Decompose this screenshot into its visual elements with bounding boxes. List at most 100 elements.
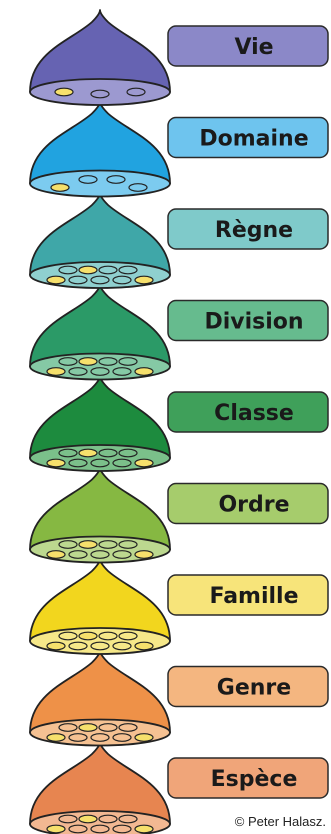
base-hole (90, 733, 110, 742)
level-label: Genre (217, 676, 291, 701)
base-hole (112, 641, 132, 651)
base-hole (134, 824, 154, 834)
level-domaine: Domaine (29, 100, 329, 198)
base-hole (68, 641, 88, 651)
bell-dome (29, 9, 171, 93)
level-label: Espèce (211, 767, 298, 792)
base-hole (46, 824, 66, 834)
base-hole (90, 458, 110, 468)
base-hole (50, 183, 70, 192)
base-hole (58, 265, 78, 275)
level-famille: Famille (29, 558, 329, 655)
level-genre: Genre (29, 649, 329, 747)
base-hole (98, 631, 118, 641)
level-tag-vie (167, 25, 329, 67)
base-hole (134, 367, 154, 376)
base-hole (58, 540, 78, 549)
base-hole (134, 641, 154, 651)
base-hole (78, 265, 98, 275)
level-label: Division (204, 310, 303, 335)
base-hole (118, 265, 138, 275)
base-hole (90, 89, 110, 99)
level-tag-classe (167, 391, 329, 433)
base-hole (128, 183, 148, 192)
base-hole (134, 550, 154, 559)
base-hole (98, 540, 118, 549)
base-hole (90, 641, 110, 651)
base-hole (68, 275, 88, 285)
base-hole (90, 824, 110, 834)
base-hole (112, 824, 132, 834)
level-division: Division (29, 283, 329, 381)
base-hole (126, 87, 146, 97)
base-hole (68, 550, 88, 559)
base-hole (90, 550, 110, 559)
level-label: Domaine (199, 127, 308, 152)
base-hole (134, 458, 154, 468)
base-hole (58, 814, 78, 824)
level-label: Ordre (218, 493, 289, 518)
base-hole (54, 87, 74, 97)
base-hole (98, 357, 118, 366)
base-hole (68, 367, 88, 376)
level-label: Famille (209, 584, 298, 609)
credit-text: © Peter Halasz. (235, 814, 326, 829)
base-hole (134, 275, 154, 285)
base-hole (118, 723, 138, 732)
base-hole (118, 540, 138, 549)
level-vie: Vie (29, 9, 329, 106)
base-hole (90, 367, 110, 376)
base-hole (78, 540, 98, 549)
base-hole (134, 733, 154, 742)
base-hole (118, 357, 138, 366)
base-hole (112, 275, 132, 285)
base-hole (58, 631, 78, 641)
base-hole (78, 631, 98, 641)
base-hole (78, 814, 98, 824)
base-hole (78, 448, 98, 458)
base-hole (118, 814, 138, 824)
base-hole (98, 448, 118, 458)
base-hole (78, 723, 98, 732)
base-hole (112, 733, 132, 742)
level-tag-famille (167, 574, 329, 616)
level-tag-genre (167, 665, 329, 708)
base-hole (112, 550, 132, 559)
base-hole (46, 550, 66, 559)
base-hole (98, 814, 118, 824)
base-hole (98, 265, 118, 275)
base-hole (68, 458, 88, 468)
level-tag-ordre (167, 482, 329, 525)
base-hole (90, 275, 110, 285)
base-hole (112, 367, 132, 376)
base-hole (46, 733, 66, 742)
level-label: Classe (214, 401, 294, 426)
base-hole (78, 175, 98, 184)
base-hole (68, 824, 88, 834)
bell-base (29, 169, 171, 198)
base-hole (46, 641, 66, 651)
level-tag-regne (167, 208, 329, 250)
base-hole (106, 175, 126, 184)
level-ordre: Ordre (29, 466, 329, 564)
base-hole (58, 448, 78, 458)
base-hole (118, 448, 138, 458)
base-hole (58, 357, 78, 366)
base-hole (46, 367, 66, 376)
level-tag-division (167, 299, 329, 342)
base-hole (46, 275, 66, 285)
level-label: Vie (234, 35, 273, 60)
base-hole (78, 357, 98, 366)
level-regne: Règne (29, 192, 329, 289)
base-hole (46, 458, 66, 468)
base-hole (118, 631, 138, 641)
base-hole (58, 723, 78, 732)
base-hole (112, 458, 132, 468)
level-tag-espece (167, 757, 329, 799)
level-tag-domaine (167, 116, 329, 159)
base-hole (68, 733, 88, 742)
level-classe: Classe (29, 375, 329, 472)
base-hole (98, 723, 118, 732)
level-espece: Espèce (29, 741, 329, 834)
